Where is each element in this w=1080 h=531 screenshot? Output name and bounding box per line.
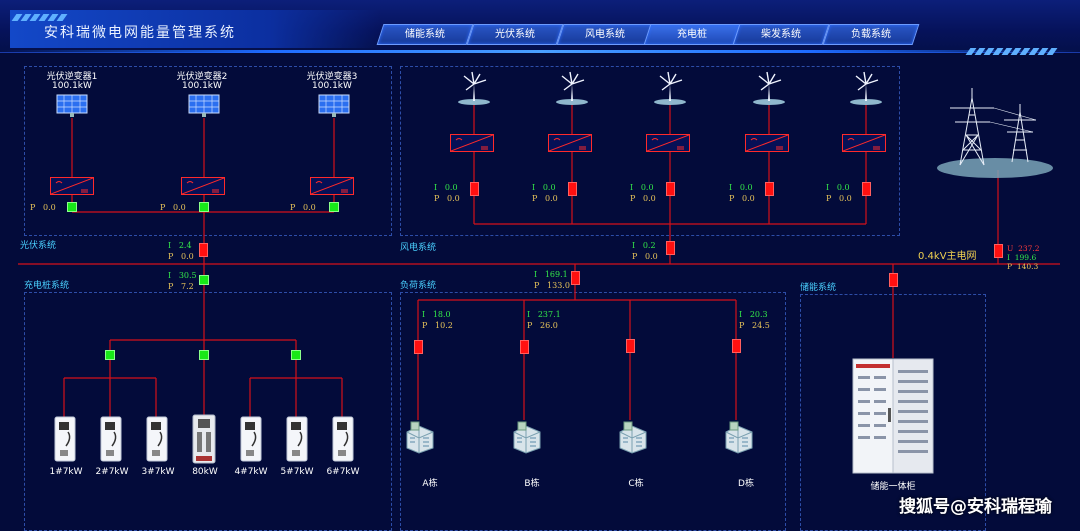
wind-1-breaker[interactable] (470, 182, 479, 196)
pv-inverter-2-name: 光伏逆变器2 (176, 72, 228, 82)
charging-pile-label: 5#7kW (280, 467, 314, 477)
pv-3-breaker[interactable] (329, 202, 339, 212)
pv-inverter-1-power: 100.1kW (52, 81, 92, 91)
charging-bus-breaker[interactable] (199, 275, 209, 285)
charging-section-label: 充电桩系统 (24, 281, 70, 291)
wind-panel (400, 66, 900, 236)
watermark: 搜狐号@安科瑞程瑜 (899, 497, 1052, 517)
pv-panel (24, 66, 392, 236)
inverter-icon (181, 177, 225, 195)
load-a-breaker[interactable] (414, 340, 423, 354)
grid-breaker[interactable] (994, 244, 1003, 258)
building-c-label: C栋 (628, 479, 644, 489)
charging-pile-label: 3#7kW (141, 467, 175, 477)
wind-turbine-icon (654, 71, 686, 105)
wind-turbine-icon (556, 71, 588, 105)
fast-charger-icon (192, 414, 216, 464)
inverter-icon (50, 177, 94, 195)
wind-3-breaker[interactable] (666, 182, 675, 196)
pv-section-label: 光伏系统 (20, 241, 57, 251)
wind-4-breaker[interactable] (765, 182, 774, 196)
charging-pile-icon (146, 416, 168, 462)
charging-branch-breaker[interactable] (199, 350, 209, 360)
charging-pile-label: 2#7kW (95, 467, 129, 477)
charging-pile-icon (54, 416, 76, 462)
storage-breaker[interactable] (889, 273, 898, 287)
load-b-breaker[interactable] (520, 340, 529, 354)
header-glow (0, 50, 1080, 53)
pv-3-power-reading: P 0.0 (290, 203, 316, 212)
inverter-icon (450, 134, 494, 152)
building-b-label: B栋 (524, 479, 540, 489)
wind-turbine-icon (753, 71, 785, 105)
solar-panel-icon (188, 94, 220, 117)
pv-bus-breaker[interactable] (199, 243, 208, 257)
building-icon (725, 421, 753, 454)
inverter-icon (745, 134, 789, 152)
storage-cabinet-icon (852, 358, 934, 474)
wind-bus-breaker[interactable] (666, 241, 675, 255)
wind-turbine-icon (458, 71, 490, 105)
building-icon (513, 421, 541, 454)
charging-pile-label: 6#7kW (326, 467, 360, 477)
charging-pile-icon (100, 416, 122, 462)
charging-pile-icon (332, 416, 354, 462)
charging-pile-icon (240, 416, 262, 462)
load-d-breaker[interactable] (732, 339, 741, 353)
wind-2-breaker[interactable] (568, 182, 577, 196)
wind-turbine-icon (850, 71, 882, 105)
building-icon (406, 421, 434, 454)
pv-1-breaker[interactable] (67, 202, 77, 212)
wind-5-breaker[interactable] (862, 182, 871, 196)
solar-panel-icon (56, 94, 88, 117)
pv-2-power-reading: P 0.0 (160, 203, 186, 212)
inverter-icon (842, 134, 886, 152)
inverter-icon (646, 134, 690, 152)
wind-section-label: 风电系统 (400, 243, 437, 253)
inverter-icon (310, 177, 354, 195)
pv-inverter-1-name: 光伏逆变器1 (46, 72, 98, 82)
charging-pile-label: 1#7kW (49, 467, 83, 477)
load-section-label: 负荷系统 (400, 281, 437, 291)
charging-pile-label: 80kW (192, 467, 218, 477)
solar-panel-icon (318, 94, 350, 117)
pv-inverter-2-power: 100.1kW (182, 81, 222, 91)
transmission-tower-icon (937, 88, 1053, 178)
pv-inverter-3-power: 100.1kW (312, 81, 352, 91)
building-d-label: D栋 (738, 479, 754, 489)
grid-label: 0.4kV主电网 (918, 251, 977, 262)
load-bus-breaker[interactable] (571, 271, 580, 285)
building-a-label: A栋 (422, 479, 438, 489)
load-c-breaker[interactable] (626, 339, 635, 353)
charging-branch-breaker[interactable] (291, 350, 301, 360)
pv-2-breaker[interactable] (199, 202, 209, 212)
charging-pile-label: 4#7kW (234, 467, 268, 477)
app-title: 安科瑞微电网能量管理系统 (44, 25, 236, 41)
storage-section-label: 储能系统 (800, 283, 837, 293)
title-panel (10, 10, 380, 48)
charging-branch-breaker[interactable] (105, 350, 115, 360)
inverter-icon (548, 134, 592, 152)
charging-pile-icon (286, 416, 308, 462)
storage-cabinet-label: 储能一体柜 (870, 482, 916, 492)
pv-1-power-reading: P 0.0 (30, 203, 56, 212)
pv-inverter-3-name: 光伏逆变器3 (306, 72, 358, 82)
building-icon (619, 421, 647, 454)
